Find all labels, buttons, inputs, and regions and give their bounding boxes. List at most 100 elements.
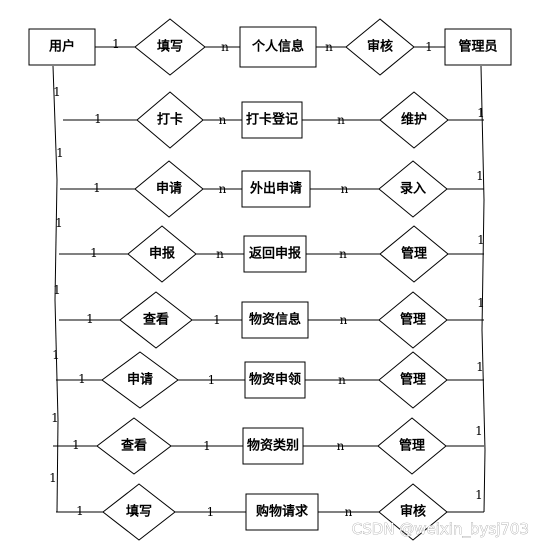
admin-spine-card-3: 1 [477, 296, 485, 310]
user-spine-card-6: 1 [49, 471, 57, 485]
row0-card-right: n [337, 113, 345, 127]
row0-card-user: 1 [94, 112, 102, 126]
entity-top-box [239, 26, 317, 68]
row1-card-right: n [341, 182, 349, 196]
row1-card-left: n [219, 182, 227, 196]
row0-relation-right-label: 维护 [401, 112, 427, 128]
admin-spine-2 [481, 329, 486, 451]
row1-card-user: 1 [93, 181, 101, 195]
row0-relation-right-diamond [379, 91, 449, 149]
row2-entity-box [243, 235, 307, 273]
row5-card-left: 1 [203, 439, 211, 453]
row3-card-user: 1 [86, 312, 94, 326]
row1-relation-right-diamond [378, 160, 448, 218]
row4-card-left: 1 [208, 373, 216, 387]
card-top-4: 1 [425, 40, 433, 54]
user-spine-0 [52, 65, 58, 181]
row2-card-right: n [339, 247, 347, 261]
row4-card-user: 1 [78, 372, 86, 386]
row2-relation-right-label: 管理 [401, 246, 427, 262]
admin-spine-card-0: 1 [477, 106, 485, 120]
row1-entity-label: 外出申请 [249, 181, 302, 197]
card-top-1: 1 [112, 37, 120, 51]
row6-relation-right-label: 审核 [400, 504, 426, 520]
row6-relation-left-label: 填写 [126, 504, 152, 520]
row2-relation-left-label: 申报 [149, 246, 176, 262]
user-spine-2 [54, 299, 59, 421]
row0-entity-box [241, 101, 303, 139]
user-spine-1 [54, 179, 58, 301]
user-spine-card-4: 1 [52, 348, 60, 362]
row2-relation-left-diamond [127, 225, 197, 283]
relation-top-left-label: 填写 [157, 39, 183, 55]
row6-card-left: 1 [207, 505, 215, 519]
row5-entity-box [242, 427, 304, 465]
relation-top-left-diamond [134, 18, 206, 76]
row6-entity-label: 购物请求 [256, 504, 309, 520]
admin-spine-3 [483, 449, 486, 513]
card-top-2: n [221, 40, 229, 54]
row3-entity-box [241, 301, 309, 339]
row5-relation-left-diamond [96, 417, 172, 475]
row4-entity-box [244, 361, 306, 399]
user-spine-3 [56, 419, 59, 513]
admin-spine-card-2: 1 [477, 233, 485, 247]
row3-relation-left-label: 查看 [142, 312, 169, 328]
admin-spine-card-5: 1 [475, 424, 483, 438]
admin-spine-card-6: 1 [475, 488, 483, 502]
row3-relation-right-label: 管理 [400, 312, 426, 328]
row4-relation-left-label: 申请 [127, 372, 153, 388]
admin-spine-1 [481, 199, 485, 331]
admin-spine-card-1: 1 [476, 169, 484, 183]
row3-card-right: n [340, 313, 348, 327]
row0-entity-label: 打卡登记 [246, 112, 298, 128]
row0-relation-left-label: 打卡 [157, 112, 183, 128]
row1-relation-right-label: 录入 [400, 182, 426, 197]
card-top-3: n [325, 40, 333, 54]
row1-relation-left-diamond [134, 160, 204, 218]
entity-admin-label: 管理员 [458, 39, 497, 55]
relation-top-right-diamond [345, 18, 415, 76]
entity-top-label: 个人信息 [251, 39, 304, 55]
relation-top-right-label: 审核 [367, 39, 393, 55]
row0-card-left: n [219, 113, 227, 127]
row5-relation-left-label: 查看 [120, 438, 147, 454]
row5-card-right: n [337, 439, 345, 453]
row3-relation-right-diamond [378, 291, 448, 349]
user-spine-card-2: 1 [55, 216, 63, 230]
row2-relation-right-diamond [379, 225, 449, 283]
row2-entity-label: 返回申报 [249, 246, 302, 262]
row6-entity-box [245, 493, 319, 531]
entity-user-label: 用户 [48, 39, 75, 55]
row6-card-user: 1 [76, 504, 84, 518]
user-spine-card-1: 1 [56, 146, 64, 160]
admin-spine-card-4: 1 [476, 360, 484, 374]
row6-relation-left-diamond [102, 483, 176, 541]
row1-entity-box [241, 170, 311, 208]
row2-card-left: n [216, 247, 224, 261]
entity-admin-box [444, 28, 512, 66]
row5-relation-right-label: 管理 [399, 438, 425, 454]
row3-entity-label: 物资信息 [249, 312, 301, 328]
row4-relation-left-diamond [101, 351, 179, 409]
row0-relation-left-diamond [136, 91, 204, 149]
admin-spine-0 [480, 65, 485, 201]
row3-relation-left-diamond [119, 291, 193, 349]
entity-user-box [28, 28, 96, 66]
row6-card-right: n [345, 505, 353, 519]
watermark-text: CSDN @weixin_bysj703 [352, 520, 529, 539]
row4-card-right: n [338, 373, 346, 387]
user-spine-card-0: 1 [53, 85, 61, 99]
user-spine-card-3: 1 [53, 283, 61, 297]
row1-relation-left-label: 申请 [156, 181, 182, 197]
row5-entity-label: 物资类别 [247, 438, 299, 454]
row5-relation-right-diamond [377, 417, 447, 475]
row4-relation-right-label: 管理 [400, 372, 426, 388]
row4-relation-right-diamond [378, 351, 448, 409]
user-spine-card-5: 1 [51, 411, 59, 425]
row5-card-user: 1 [72, 438, 80, 452]
row2-card-user: 1 [90, 246, 98, 260]
row6-relation-right-diamond [378, 483, 448, 541]
row3-card-left: 1 [213, 313, 221, 327]
